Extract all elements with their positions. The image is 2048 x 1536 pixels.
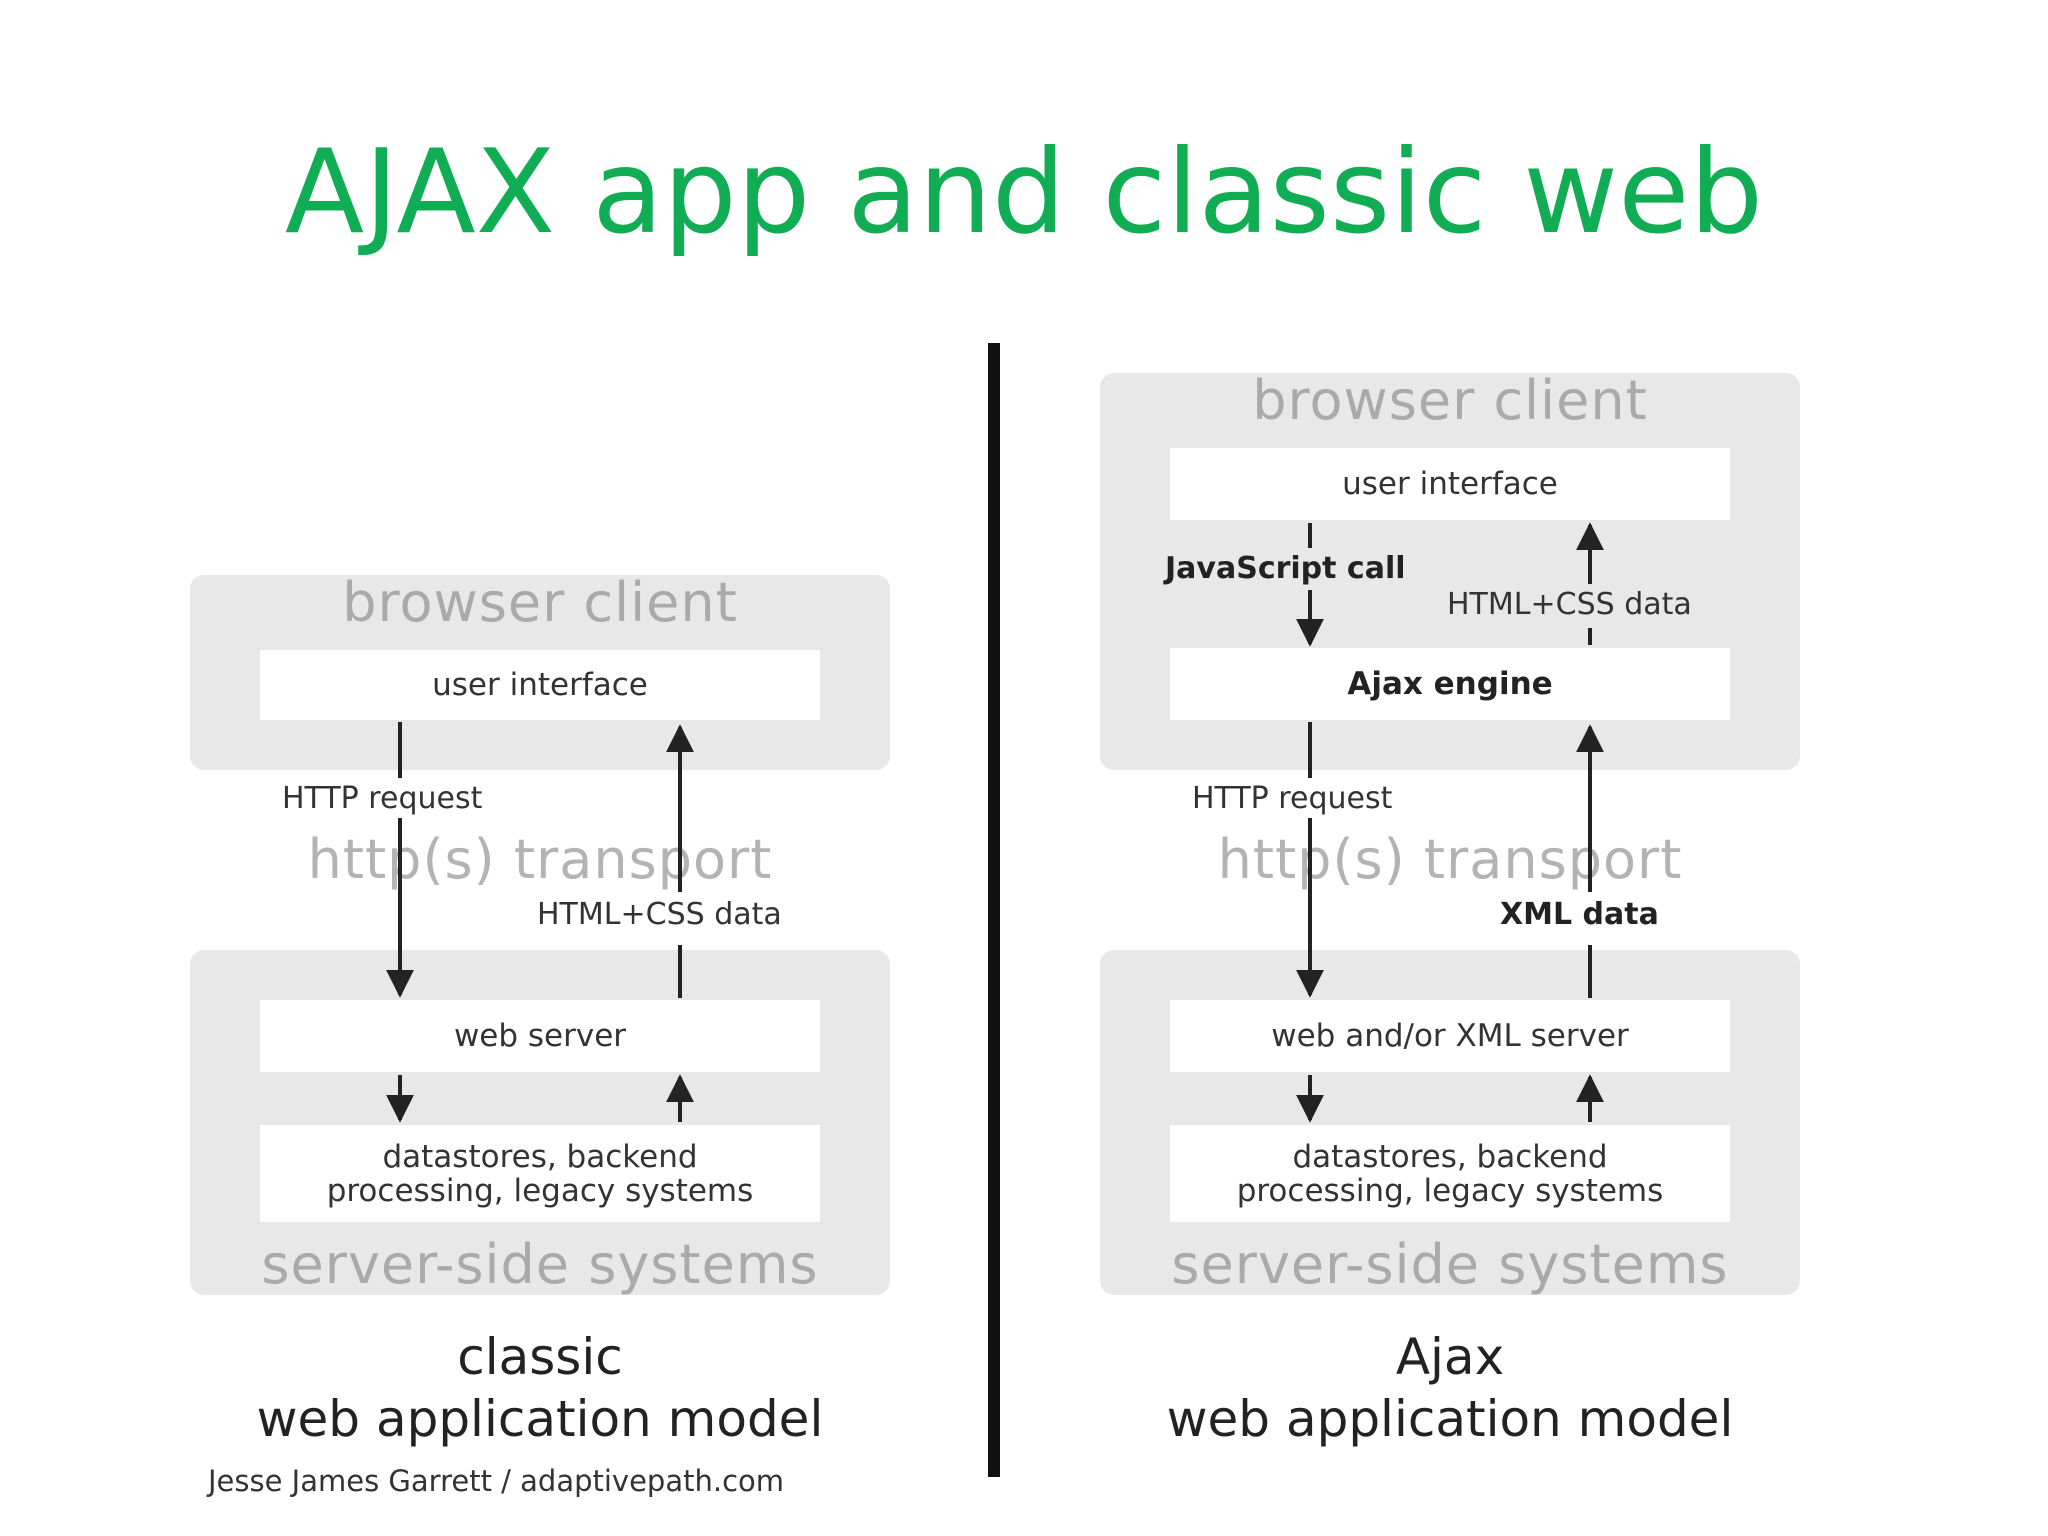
ajax-caption-line2: web application model bbox=[1166, 1390, 1734, 1448]
ajax-model-caption: Ajax web application model bbox=[1060, 1326, 1840, 1450]
ajax-datastores-line2: processing, legacy systems bbox=[1236, 1172, 1664, 1209]
classic-datastores-box: datastores, backend processing, legacy s… bbox=[260, 1125, 820, 1222]
classic-user-interface-box: user interface bbox=[260, 650, 820, 720]
ajax-html-css-label: HTML+CSS data bbox=[1447, 587, 1692, 622]
classic-caption-line1: classic bbox=[457, 1328, 623, 1386]
classic-http-request-label: HTTP request bbox=[282, 781, 483, 816]
classic-transport-label: http(s) transport bbox=[307, 828, 773, 891]
ajax-server-side-label: server-side systems bbox=[1171, 1233, 1729, 1296]
ajax-caption-line1: Ajax bbox=[1395, 1328, 1505, 1386]
diagram-credit: Jesse James Garrett / adaptivepath.com bbox=[208, 1464, 785, 1498]
classic-browser-client-label: browser client bbox=[342, 571, 738, 634]
ajax-js-call-label: JavaScript call bbox=[1165, 551, 1406, 586]
ajax-browser-client-label: browser client bbox=[1252, 369, 1648, 432]
ajax-engine-box: Ajax engine bbox=[1170, 648, 1730, 720]
classic-web-server-box: web server bbox=[260, 1000, 820, 1072]
ajax-datastores-box: datastores, backend processing, legacy s… bbox=[1170, 1125, 1730, 1222]
model-divider bbox=[988, 343, 1000, 1477]
ajax-http-request-label: HTTP request bbox=[1192, 781, 1393, 816]
slide-title: AJAX app and classic web bbox=[284, 125, 1764, 260]
classic-response-label: HTML+CSS data bbox=[537, 897, 782, 932]
ajax-user-interface-box: user interface bbox=[1170, 448, 1730, 520]
classic-datastores-line2: processing, legacy systems bbox=[326, 1172, 754, 1209]
classic-datastores-line1: datastores, backend bbox=[382, 1138, 698, 1175]
ajax-response-label: XML data bbox=[1500, 897, 1659, 932]
ajax-web-server-box: web and/or XML server bbox=[1170, 1000, 1730, 1072]
classic-server-side-label: server-side systems bbox=[261, 1233, 819, 1296]
classic-caption-line2: web application model bbox=[256, 1390, 824, 1448]
classic-model-caption: classic web application model bbox=[150, 1326, 930, 1450]
ajax-datastores-line1: datastores, backend bbox=[1292, 1138, 1608, 1175]
ajax-transport-label: http(s) transport bbox=[1217, 828, 1683, 891]
